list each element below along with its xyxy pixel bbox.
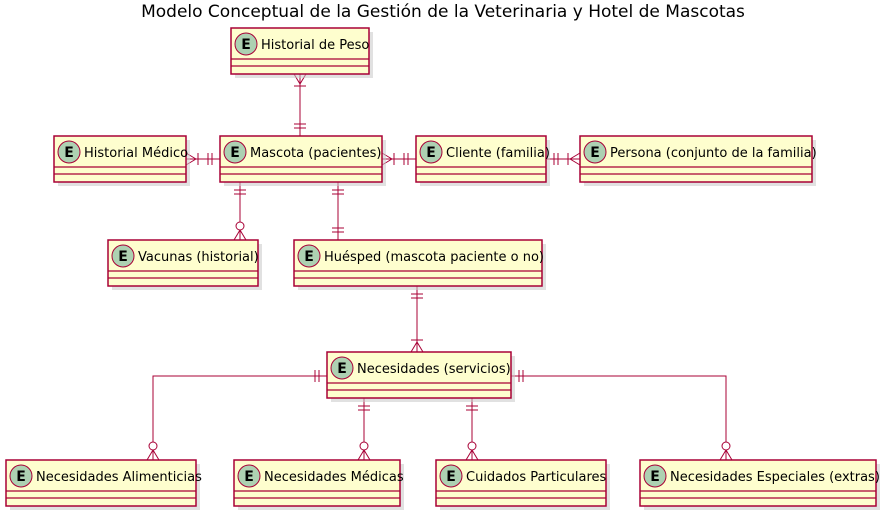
relationship-huesped-necesidades bbox=[410, 286, 424, 353]
entity-badge-icon: E bbox=[57, 140, 81, 164]
entity-badge-icon: E bbox=[330, 356, 354, 380]
entity-name: Vacunas (historial) bbox=[138, 250, 259, 265]
relationship-necesidades-nec_alimenticias bbox=[146, 370, 327, 461]
entity-vacunas: E Vacunas (historial) bbox=[107, 239, 262, 290]
entity-badge-icon: E bbox=[234, 32, 258, 56]
relationship-historial_medico-mascota bbox=[185, 152, 220, 166]
entity-marker-letter: E bbox=[244, 469, 254, 485]
entity-name: Mascota (pacientes) bbox=[250, 146, 381, 161]
entity-mascota: E Mascota (pacientes) bbox=[219, 135, 386, 186]
entity-name: Necesidades (servicios) bbox=[357, 362, 511, 377]
entity-marker-letter: E bbox=[446, 469, 456, 485]
entity-name: Necesidades Médicas bbox=[264, 470, 404, 485]
entity-name: Cuidados Particulares bbox=[466, 470, 607, 485]
entity-marker-letter: E bbox=[241, 37, 251, 53]
entity-nec_alimenticias: E Necesidades Alimenticias bbox=[5, 459, 202, 510]
entity-badge-icon: E bbox=[223, 140, 247, 164]
entity-necesidades: E Necesidades (servicios) bbox=[326, 351, 515, 402]
entity-marker-letter: E bbox=[230, 145, 240, 161]
entity-marker-letter: E bbox=[304, 249, 314, 265]
entity-badge-icon: E bbox=[419, 140, 443, 164]
relationship-necesidades-nec_medicas bbox=[357, 398, 371, 461]
entity-cuidados: E Cuidados Particulares bbox=[435, 459, 610, 510]
entity-historial_medico: E Historial Médico bbox=[53, 135, 190, 186]
relationship-cliente-persona bbox=[546, 152, 581, 166]
entity-badge-icon: E bbox=[583, 140, 607, 164]
entity-name: Persona (conjunto de la familia) bbox=[610, 146, 817, 161]
entity-cliente: E Cliente (familia) bbox=[415, 135, 550, 186]
entity-badge-icon: E bbox=[297, 244, 321, 268]
relationship-mascota-huesped bbox=[332, 182, 344, 240]
entity-marker-letter: E bbox=[16, 469, 26, 485]
entity-persona: E Persona (conjunto de la familia) bbox=[579, 135, 817, 186]
entity-historial_peso: E Historial de Peso bbox=[230, 27, 373, 78]
entity-marker-letter: E bbox=[426, 145, 436, 161]
relationship-necesidades-nec_especiales bbox=[511, 370, 733, 461]
entity-badge-icon: E bbox=[111, 244, 135, 268]
relationship-mascota-cliente bbox=[381, 152, 416, 166]
entity-huesped: E Huésped (mascota paciente o no) bbox=[293, 239, 546, 290]
diagram-title: Modelo Conceptual de la Gestión de la Ve… bbox=[141, 2, 745, 22]
entity-marker-letter: E bbox=[590, 145, 600, 161]
entity-name: Huésped (mascota paciente o no) bbox=[324, 250, 544, 265]
relationship-historial_peso-mascota bbox=[293, 73, 307, 136]
entity-badge-icon: E bbox=[237, 464, 261, 488]
relationship-mascota-vacunas bbox=[233, 182, 247, 241]
entity-marker-letter: E bbox=[650, 469, 660, 485]
entity-name: Necesidades Especiales (extras) bbox=[670, 470, 880, 485]
entity-badge-icon: E bbox=[439, 464, 463, 488]
entity-nec_especiales: E Necesidades Especiales (extras) bbox=[639, 459, 880, 510]
entity-name: Historial de Peso bbox=[261, 38, 369, 53]
entity-badge-icon: E bbox=[643, 464, 667, 488]
entity-name: Cliente (familia) bbox=[446, 146, 550, 161]
entity-name: Historial Médico bbox=[84, 146, 188, 161]
relationship-necesidades-cuidados bbox=[465, 398, 479, 461]
entity-name: Necesidades Alimenticias bbox=[36, 470, 202, 485]
entity-marker-letter: E bbox=[64, 145, 74, 161]
entity-marker-letter: E bbox=[337, 361, 347, 377]
entity-nec_medicas: E Necesidades Médicas bbox=[233, 459, 404, 510]
entity-marker-letter: E bbox=[118, 249, 128, 265]
entity-badge-icon: E bbox=[9, 464, 33, 488]
